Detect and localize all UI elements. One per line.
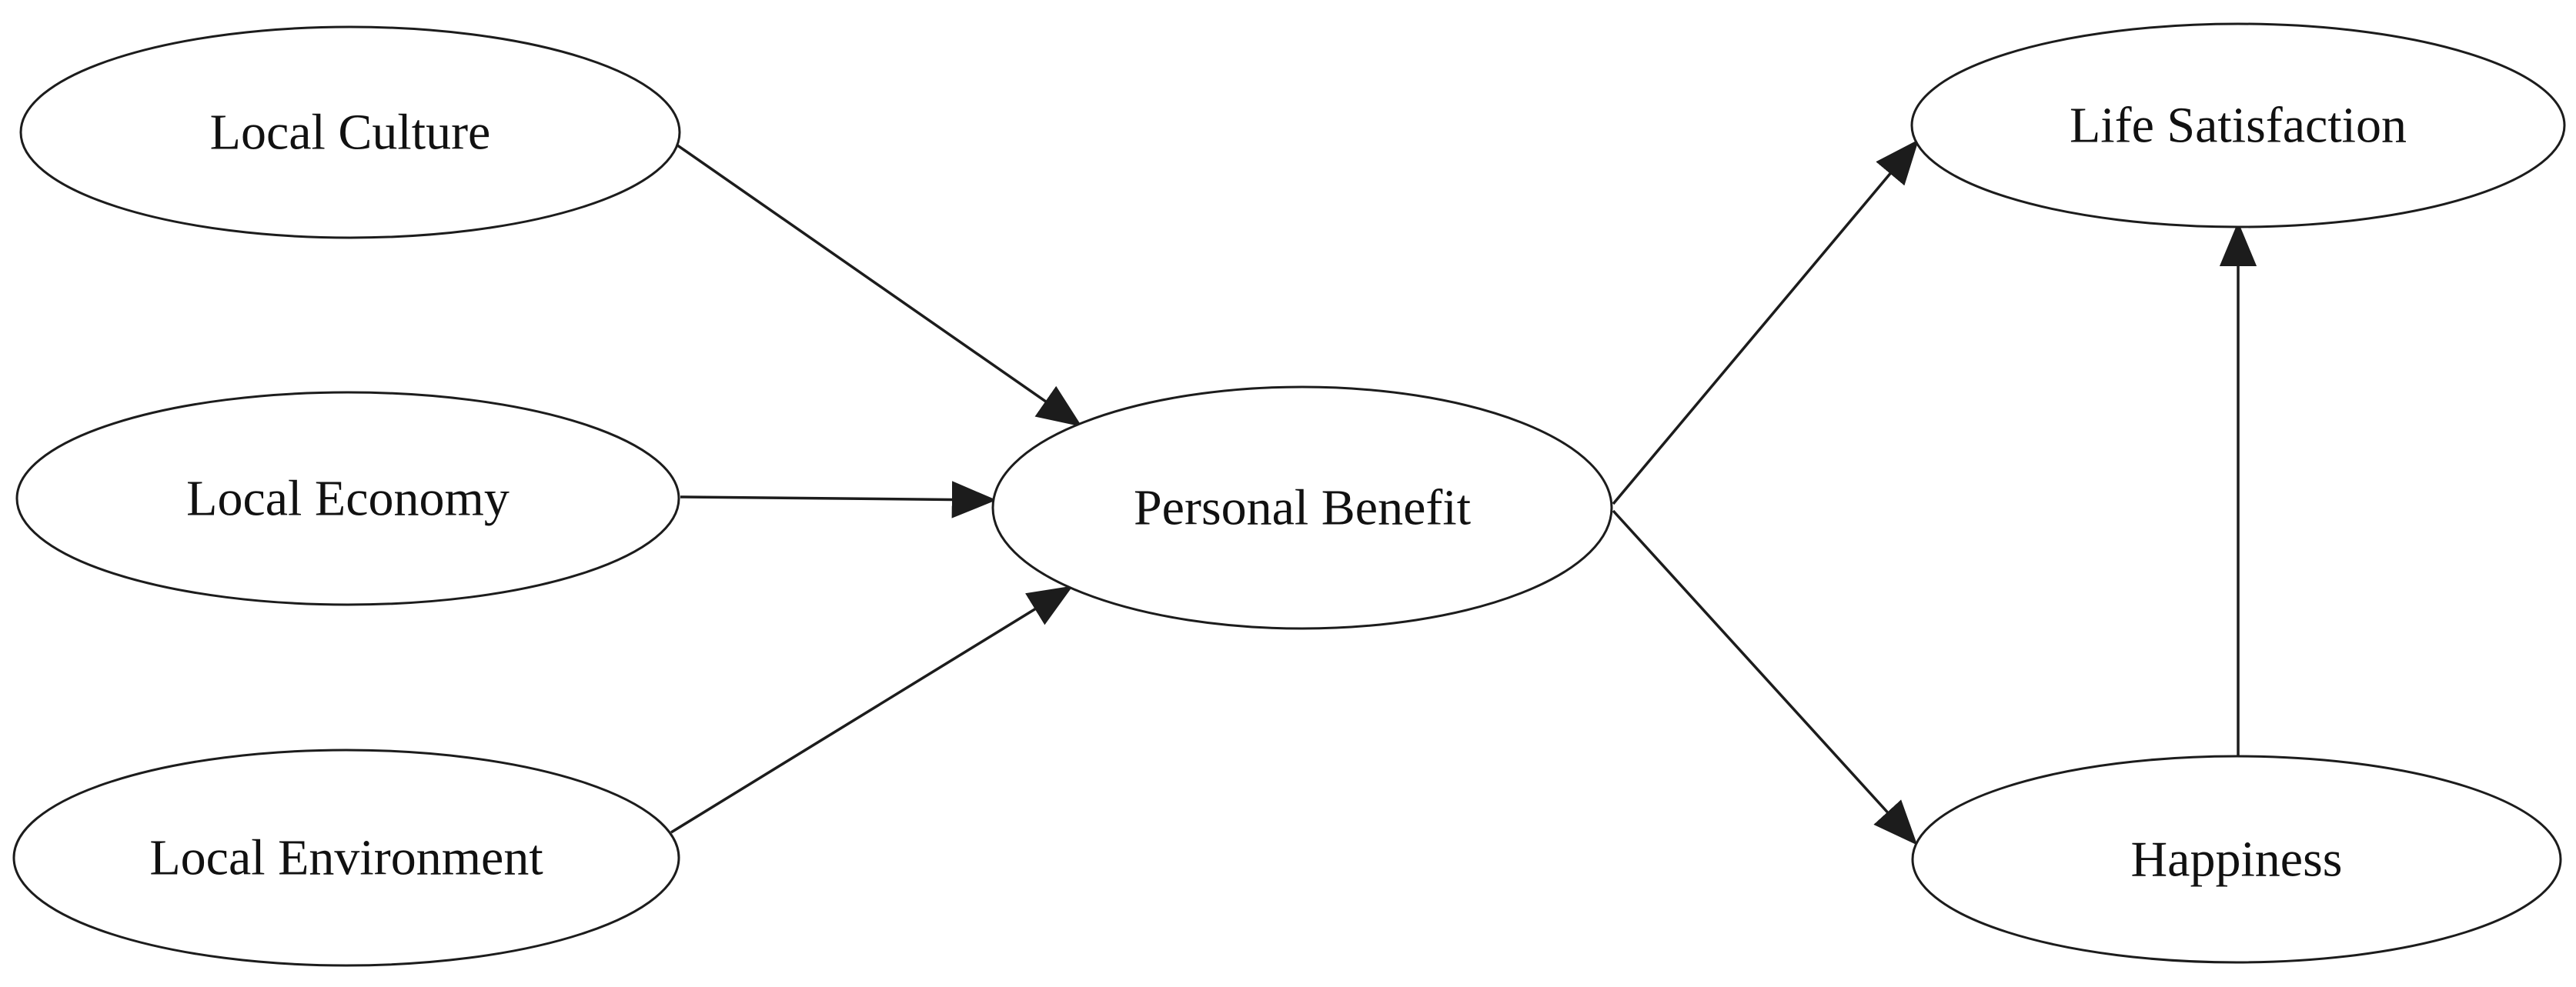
node-local-economy-label: Local Economy bbox=[186, 471, 510, 527]
edge-personal-benefit-to-happiness-arrow bbox=[1612, 509, 1918, 845]
node-happiness-ellipse bbox=[1911, 755, 2562, 964]
node-life-satisfaction-label: Life Satisfaction bbox=[2070, 98, 2407, 154]
node-happiness: Happiness bbox=[1911, 755, 2562, 964]
edge-local-economy-to-personal-benefit-arrow bbox=[680, 481, 997, 519]
node-local-culture-label: Local Culture bbox=[210, 105, 491, 161]
node-local-economy: Local Economy bbox=[15, 391, 680, 606]
node-local-environment: Local Environment bbox=[12, 749, 680, 967]
edge-local-environment-to-personal-benefit-arrow bbox=[670, 585, 1074, 834]
edge-local-culture-to-personal-benefit-arrow bbox=[673, 142, 1082, 427]
node-local-economy-ellipse bbox=[15, 391, 680, 606]
node-life-satisfaction-ellipse bbox=[1910, 22, 2566, 228]
node-personal-benefit-label: Personal Benefit bbox=[1134, 480, 1471, 536]
node-local-culture: Local Culture bbox=[19, 25, 681, 239]
edges-layer bbox=[670, 139, 2257, 845]
edge-personal-benefit-to-life-satisfaction-arrow bbox=[1612, 139, 1919, 505]
node-happiness-label: Happiness bbox=[2131, 832, 2343, 888]
node-life-satisfaction: Life Satisfaction bbox=[1910, 22, 2566, 228]
node-local-culture-ellipse bbox=[19, 25, 681, 239]
node-personal-benefit-ellipse bbox=[991, 385, 1613, 630]
node-personal-benefit: Personal Benefit bbox=[991, 385, 1613, 630]
node-local-environment-label: Local Environment bbox=[149, 830, 543, 886]
node-local-environment-ellipse bbox=[12, 749, 680, 967]
